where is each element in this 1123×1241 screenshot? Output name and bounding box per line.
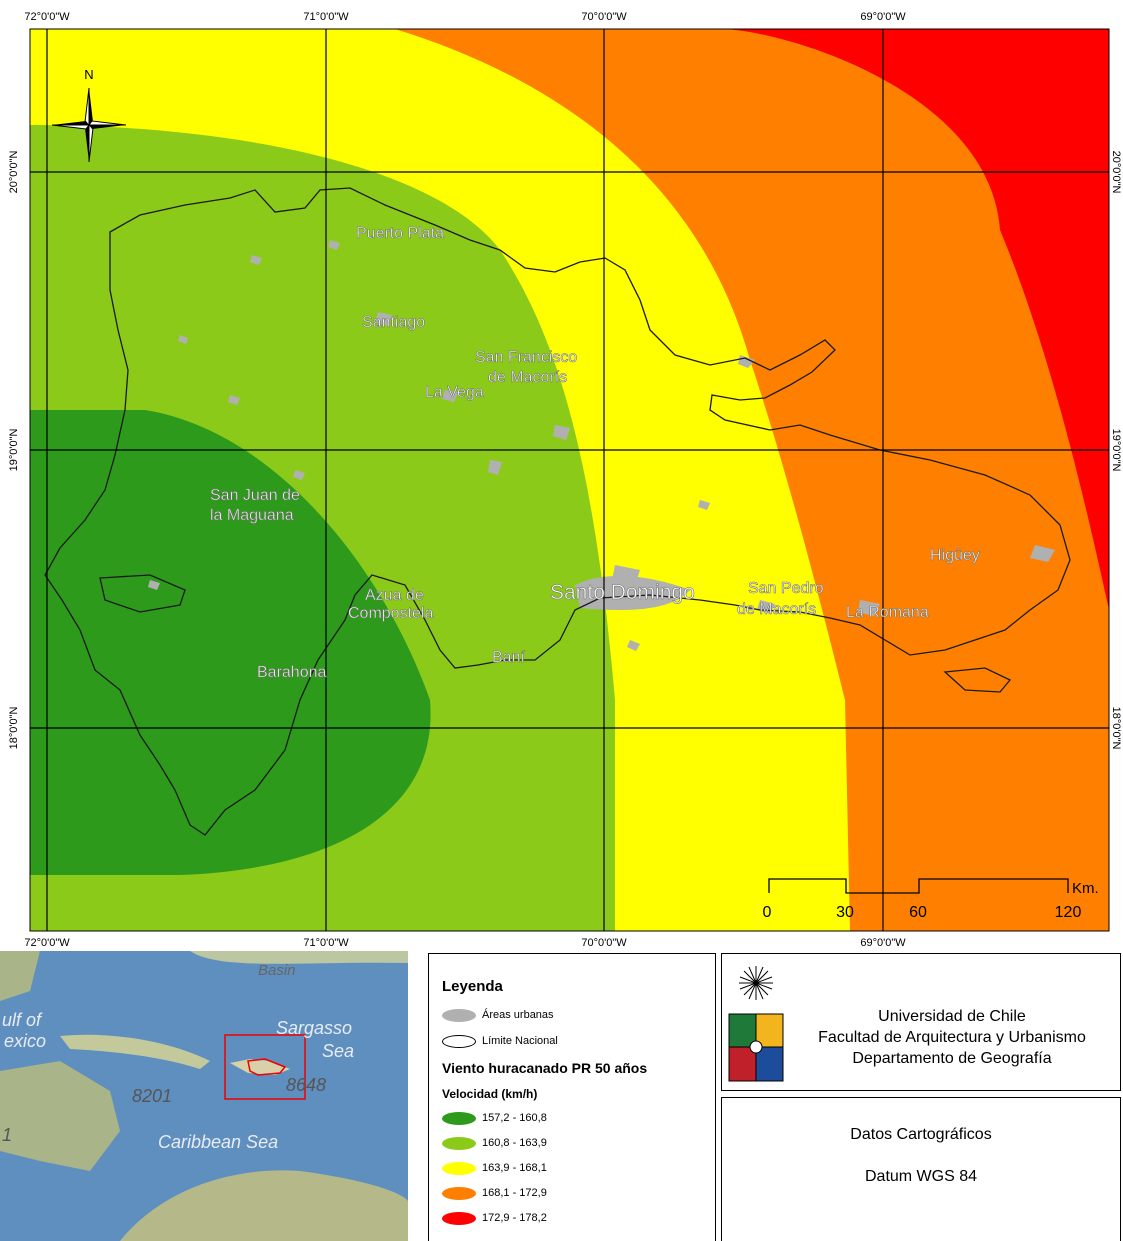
inset-label-mexico: exico bbox=[4, 1031, 46, 1051]
class-1-swatch bbox=[442, 1111, 476, 1125]
label-compostela: Compostela bbox=[348, 605, 433, 622]
coord-left-18n: 18°0'0"N bbox=[8, 707, 20, 750]
inset-north-america-land bbox=[0, 951, 408, 964]
class-4-label: 168,1 - 172,9 bbox=[482, 1187, 547, 1199]
inset-label-8201: 8201 bbox=[132, 1086, 172, 1106]
class-2-label: 160,8 - 163,9 bbox=[482, 1137, 547, 1149]
inset-cuba-land bbox=[60, 1034, 210, 1069]
label-de-macoris-1: de Macorís bbox=[488, 369, 567, 386]
legend-class-4: 168,1 - 172,9 bbox=[442, 1184, 547, 1202]
inset-dr-highlight bbox=[247, 1058, 287, 1076]
lake-enriquillo bbox=[99, 574, 186, 613]
institution-panel: Universidad de Chile Facultad de Arquite… bbox=[721, 953, 1121, 1091]
class-5-swatch bbox=[442, 1211, 476, 1225]
scale-tick-60: 60 bbox=[909, 904, 927, 921]
coord-right-19n: 19°0'0"N bbox=[1110, 429, 1122, 472]
coord-right-20n: 20°0'0"N bbox=[1110, 151, 1122, 194]
inset-label-sea: Sea bbox=[322, 1041, 354, 1061]
coord-left-20n: 20°0'0"N bbox=[8, 151, 20, 194]
main-map[interactable]: 72°0'0"W 71°0'0"W 70°0'0"W 69°0'0"W 72°0… bbox=[0, 0, 1123, 950]
label-santiago: Santiago bbox=[362, 314, 425, 331]
label-san-francisco: San Francisco bbox=[475, 349, 577, 366]
scale-bar bbox=[768, 878, 1069, 894]
coord-top-71w: 71°0'0"W bbox=[303, 11, 349, 23]
legend-layer-title: Viento huracanado PR 50 años bbox=[442, 1060, 648, 1076]
label-bani: Baní bbox=[492, 649, 525, 666]
coord-bottom-69w: 69°0'0"W bbox=[860, 937, 906, 949]
wind-zone-157-160 bbox=[30, 410, 431, 875]
coord-bottom-72w: 72°0'0"W bbox=[24, 937, 70, 949]
legend-field-title: Velocidad (km/h) bbox=[442, 1087, 538, 1101]
graticule bbox=[30, 29, 1109, 931]
university-seal-icon bbox=[728, 966, 784, 1082]
legend-panel: Leyenda Áreas urbanas Límite Nacional Vi… bbox=[428, 953, 716, 1241]
faculty-name: Facultad de Arquitectura y Urbanismo bbox=[818, 1029, 1086, 1046]
inset-label-8648: 8648 bbox=[286, 1075, 326, 1095]
class-4-swatch bbox=[442, 1186, 476, 1200]
label-santo-domingo: Santo Domingo bbox=[550, 581, 695, 604]
inset-map[interactable]: Basin ulf of exico Sargasso Sea 8201 864… bbox=[0, 951, 408, 1241]
class-2-swatch bbox=[442, 1136, 476, 1150]
class-3-swatch bbox=[442, 1161, 476, 1175]
label-la-vega: La Vega bbox=[425, 384, 484, 401]
legend-urban-label: Áreas urbanas bbox=[482, 1009, 554, 1021]
label-barahona: Barahona bbox=[257, 664, 326, 681]
coord-bottom-71w: 71°0'0"W bbox=[303, 937, 349, 949]
label-san-juan: San Juan de bbox=[210, 487, 300, 504]
coord-right-18n: 18°0'0"N bbox=[1110, 707, 1122, 750]
legend-class-5: 172,9 - 178,2 bbox=[442, 1209, 547, 1227]
legend-item-urban: Áreas urbanas bbox=[442, 1006, 554, 1024]
coord-top-72w: 72°0'0"W bbox=[24, 11, 70, 23]
inset-label-caribbean: Caribbean Sea bbox=[158, 1132, 278, 1152]
legend-class-1: 157,2 - 160,8 bbox=[442, 1109, 547, 1127]
inset-south-america-land bbox=[120, 1170, 408, 1241]
national-border bbox=[44, 187, 1071, 836]
datos-title: Datos Cartográficos bbox=[850, 1126, 992, 1143]
university-name: Universidad de Chile bbox=[878, 1008, 1026, 1025]
scale-unit: Km. bbox=[1072, 880, 1099, 897]
inset-label-1: 1 bbox=[2, 1125, 12, 1145]
label-la-maguana: la Maguana bbox=[210, 507, 294, 524]
class-1-label: 157,2 - 160,8 bbox=[482, 1112, 547, 1124]
inset-label-gulf: ulf of bbox=[2, 1010, 43, 1030]
scale-tick-30: 30 bbox=[836, 904, 854, 921]
label-de-macoris-2: de Macorís bbox=[737, 601, 816, 618]
north-arrow-icon bbox=[51, 87, 127, 163]
coord-top-69w: 69°0'0"W bbox=[860, 11, 906, 23]
label-la-romana: La Romana bbox=[846, 604, 929, 621]
scale-tick-0: 0 bbox=[763, 904, 772, 921]
inset-label-sargasso: Sargasso bbox=[276, 1018, 352, 1038]
north-label: N bbox=[84, 67, 93, 82]
coord-top-70w: 70°0'0"W bbox=[581, 11, 627, 23]
legend-item-border: Límite Nacional bbox=[442, 1032, 558, 1050]
inset-label-basin: Basin bbox=[258, 962, 296, 979]
label-higuey: Higüey bbox=[930, 547, 980, 564]
inset-extent-box bbox=[224, 1034, 306, 1100]
legend-title: Leyenda bbox=[442, 978, 503, 995]
coord-bottom-70w: 70°0'0"W bbox=[581, 937, 627, 949]
inset-mexico-land bbox=[0, 951, 120, 1171]
datos-panel: Datos Cartográficos Datum WGS 84 bbox=[721, 1097, 1121, 1241]
department-name: Departamento de Geografía bbox=[852, 1050, 1052, 1067]
border-swatch bbox=[442, 1034, 476, 1048]
island-saona bbox=[943, 667, 1012, 693]
label-azua: Azua de bbox=[365, 587, 424, 604]
scale-tick-120: 120 bbox=[1055, 904, 1082, 921]
datos-datum: Datum WGS 84 bbox=[864, 1168, 978, 1185]
legend-border-label: Límite Nacional bbox=[482, 1035, 558, 1047]
class-3-label: 163,9 - 168,1 bbox=[482, 1162, 547, 1174]
class-5-label: 172,9 - 178,2 bbox=[482, 1212, 547, 1224]
coord-left-19n: 19°0'0"N bbox=[8, 429, 20, 472]
urban-swatch bbox=[442, 1008, 476, 1022]
label-puerto-plata: Puerto Plata bbox=[356, 225, 444, 242]
legend-class-2: 160,8 - 163,9 bbox=[442, 1134, 547, 1152]
legend-class-3: 163,9 - 168,1 bbox=[442, 1159, 547, 1177]
label-san-pedro: San Pedro bbox=[748, 580, 824, 597]
